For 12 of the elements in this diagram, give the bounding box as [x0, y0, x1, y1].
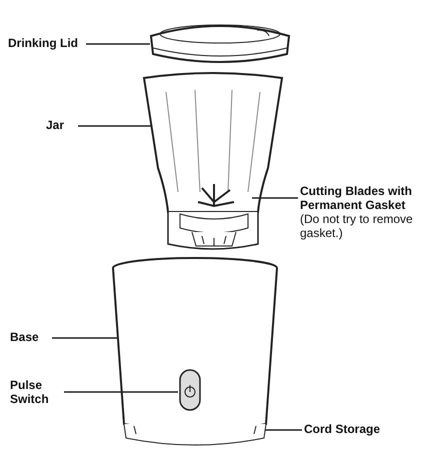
- part-label: Cord Storage: [304, 422, 404, 438]
- part-label: Cutting Blades with Permanent Gasket: [300, 184, 413, 212]
- leader-line: [265, 429, 302, 431]
- leader-line: [86, 43, 150, 45]
- part-label: Jar: [46, 118, 76, 134]
- part-label: Base: [10, 330, 50, 346]
- part-label: Pulse Switch: [10, 378, 62, 408]
- part-label: Drinking Lid: [8, 36, 84, 52]
- leader-line: [78, 125, 152, 127]
- note: (Do not try to remove gasket.): [300, 212, 414, 240]
- leader-line: [64, 391, 178, 393]
- leader-line: [52, 337, 118, 339]
